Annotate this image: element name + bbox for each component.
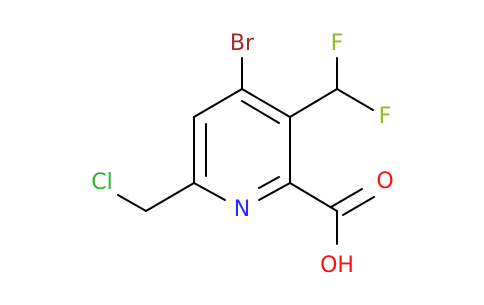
atom-label-bromine: Br [230, 31, 255, 56]
bond-n-c2 [258, 182, 291, 201]
bond-c3-c4-double [241, 100, 280, 124]
bond-ch2-cl [117, 194, 147, 212]
bond-c2-cooh [289, 182, 338, 212]
atom-label-chlorine: Cl [91, 170, 112, 195]
bond-c6-n [193, 182, 226, 201]
atom-label-fluorine-lower: F [379, 104, 392, 129]
bond-c6-ch2 [145, 182, 195, 212]
bond-chf2-f-lower [336, 88, 374, 111]
bond-n-c2-double [258, 176, 280, 189]
bond-group [117, 57, 375, 245]
bond-c4-c5 [193, 88, 243, 118]
bond-c3-chf2 [289, 88, 338, 118]
atom-label-carbonyl-oxygen: O [376, 169, 393, 194]
atom-label-hydroxyl: OH [320, 253, 354, 278]
atom-label-ring-nitrogen: N [234, 197, 250, 222]
bond-cooh-o-double-a [330, 188, 363, 208]
atom-label-fluorine-upper: F [331, 31, 344, 56]
bond-cooh-o-double-b [342, 196, 375, 216]
bond-c3-c4 [241, 88, 291, 118]
